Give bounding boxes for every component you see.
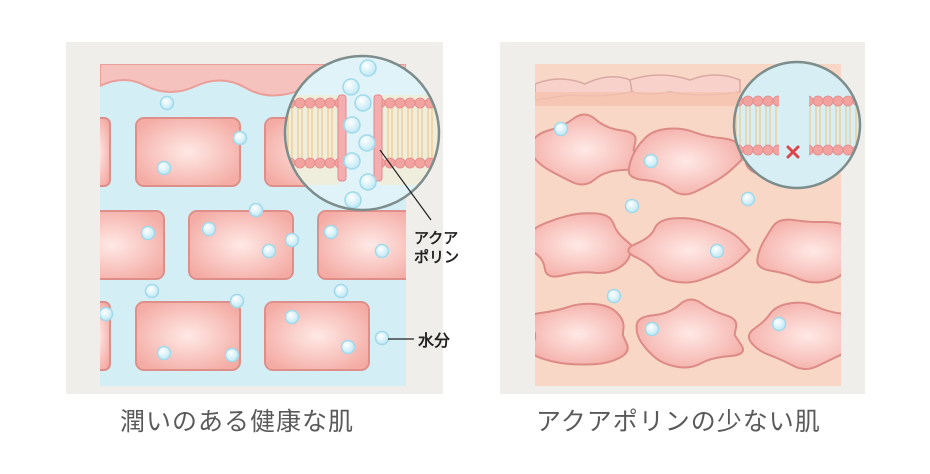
lipid-head [822, 144, 834, 156]
lipid-head [742, 95, 754, 107]
lipid-head [752, 144, 764, 156]
water-droplet-icon [606, 288, 622, 304]
healthy-cell-row-2 [100, 210, 406, 280]
dry-skin-caption: アクアポリンの少ない肌 [536, 407, 821, 436]
lipid-head [414, 157, 426, 169]
water-droplet-icon [771, 316, 787, 332]
dry-cell [747, 301, 841, 370]
lipid-head [832, 144, 844, 156]
aquaporin-leader-line [379, 149, 432, 221]
water-droplet-icon [374, 330, 390, 346]
healthy-cell [135, 117, 241, 187]
lipid-head [414, 97, 426, 109]
healthy-cell [264, 301, 370, 371]
water-droplet-icon [229, 293, 245, 309]
water-droplet-icon [156, 160, 172, 176]
water-droplet-icon [342, 78, 360, 96]
water-droplet-icon [261, 243, 277, 259]
lipid-head [842, 95, 854, 107]
healthy-cell [317, 210, 406, 280]
dry-cell [756, 218, 841, 284]
water-droplet-icon [156, 345, 172, 361]
water-droplet-icon [224, 347, 240, 363]
water-droplet-icon [553, 121, 569, 137]
lipid-head [384, 97, 396, 109]
lipid-head [822, 95, 834, 107]
dry-water-droplets [553, 121, 787, 337]
lipid-head [314, 157, 326, 169]
lipid-head [742, 144, 754, 156]
water-droplet-icon [140, 225, 156, 241]
lipid-head [812, 144, 824, 156]
water-droplet-icon [144, 283, 160, 299]
dry-cell [635, 298, 744, 369]
water-droplet-icon [333, 283, 349, 299]
lipid-head [294, 157, 306, 169]
lipid-head [304, 157, 316, 169]
lipid-head [762, 144, 774, 156]
aquaporin-label-line-1: アクア [414, 229, 458, 247]
water-droplet-icon [740, 191, 756, 207]
dry-cell [627, 127, 743, 196]
lipid-head [314, 97, 326, 109]
lipid-head [812, 95, 824, 107]
water-droplet-icon [340, 339, 356, 355]
healthy-water-droplets [100, 95, 390, 363]
water-droplet-icon [201, 221, 217, 237]
healthy-skin-diagram [100, 64, 406, 386]
lipid-head [842, 144, 854, 156]
aquaporin-label-line-2: ポリン [414, 248, 459, 266]
dry-magnifier [732, 60, 862, 190]
water-droplet-icon [323, 224, 339, 240]
aquaporin-protein-right [373, 94, 383, 182]
healthy-magnifier [283, 54, 441, 212]
dry-cell [535, 302, 629, 366]
lipid-head [404, 157, 416, 169]
water-droplet-icon [284, 232, 300, 248]
lipid-head [832, 95, 844, 107]
water-droplet-icon [354, 94, 372, 112]
water-droplet-icon [643, 153, 659, 169]
water-droplet-icon [343, 152, 361, 170]
lipid-head [752, 95, 764, 107]
water-droplet-icon [359, 173, 377, 191]
water-droplet-icon [344, 191, 362, 209]
water-droplet-icon [232, 130, 248, 146]
lipid-head [762, 95, 774, 107]
water-droplet-icon [284, 309, 300, 325]
water-droplet-icon [374, 243, 390, 259]
x-mark-icon [786, 145, 800, 159]
water-droplet-icon [100, 306, 114, 322]
lipid-head [324, 157, 336, 169]
water-droplet-icon [624, 198, 640, 214]
dry-cell [627, 217, 752, 284]
lipid-head [294, 97, 306, 109]
cell-membrane [734, 95, 860, 156]
aquaporin-protein-left [337, 94, 347, 182]
water-droplet-icon [358, 134, 376, 152]
water-droplet-icon [359, 59, 377, 77]
lipid-head [324, 97, 336, 109]
water-droplet-icon [709, 243, 725, 259]
water-droplet-icon [159, 95, 175, 111]
lipid-head [394, 157, 406, 169]
dry-cell [535, 212, 633, 278]
water-droplet-icon [343, 116, 361, 134]
water-label: 水分 [418, 331, 450, 350]
water-droplet-icon [644, 321, 660, 337]
healthy-cell [135, 301, 241, 371]
lipid-head [304, 97, 316, 109]
water-droplet-icon [248, 202, 264, 218]
healthy-skin-caption: 潤いのある健康な肌 [120, 407, 355, 436]
healthy-cell [188, 210, 294, 280]
healthy-cell [100, 117, 111, 187]
lipid-head [404, 97, 416, 109]
lipid-head [394, 97, 406, 109]
